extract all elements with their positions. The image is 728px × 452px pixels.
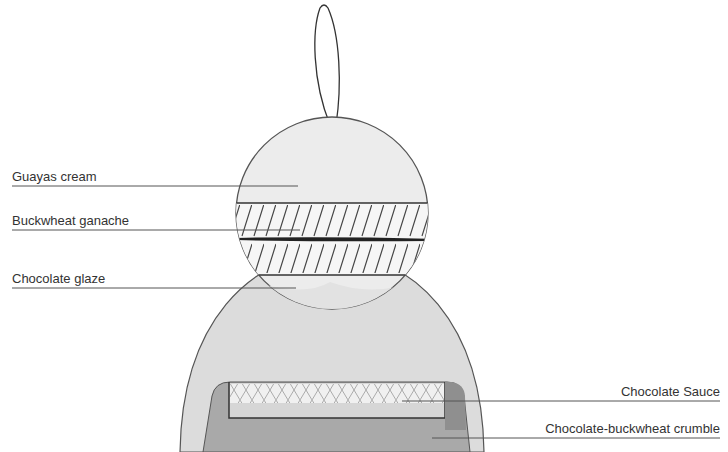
crumble-base: [203, 382, 470, 452]
part-label: Guayas cream: [12, 169, 97, 184]
leader-lines: [12, 186, 720, 438]
cup-outline: [229, 382, 445, 418]
part-label: Chocolate-buckwheat crumble: [545, 421, 720, 436]
part-label: Chocolate glaze: [12, 271, 105, 286]
crumble-edge: [445, 382, 466, 430]
sauce-texture: [230, 384, 444, 403]
hanger-loop: [315, 5, 339, 125]
sauce-band: [230, 384, 444, 403]
part-label: Buckwheat ganache: [12, 213, 129, 228]
ball-layers: [230, 203, 440, 320]
part-label: Chocolate Sauce: [621, 384, 720, 399]
